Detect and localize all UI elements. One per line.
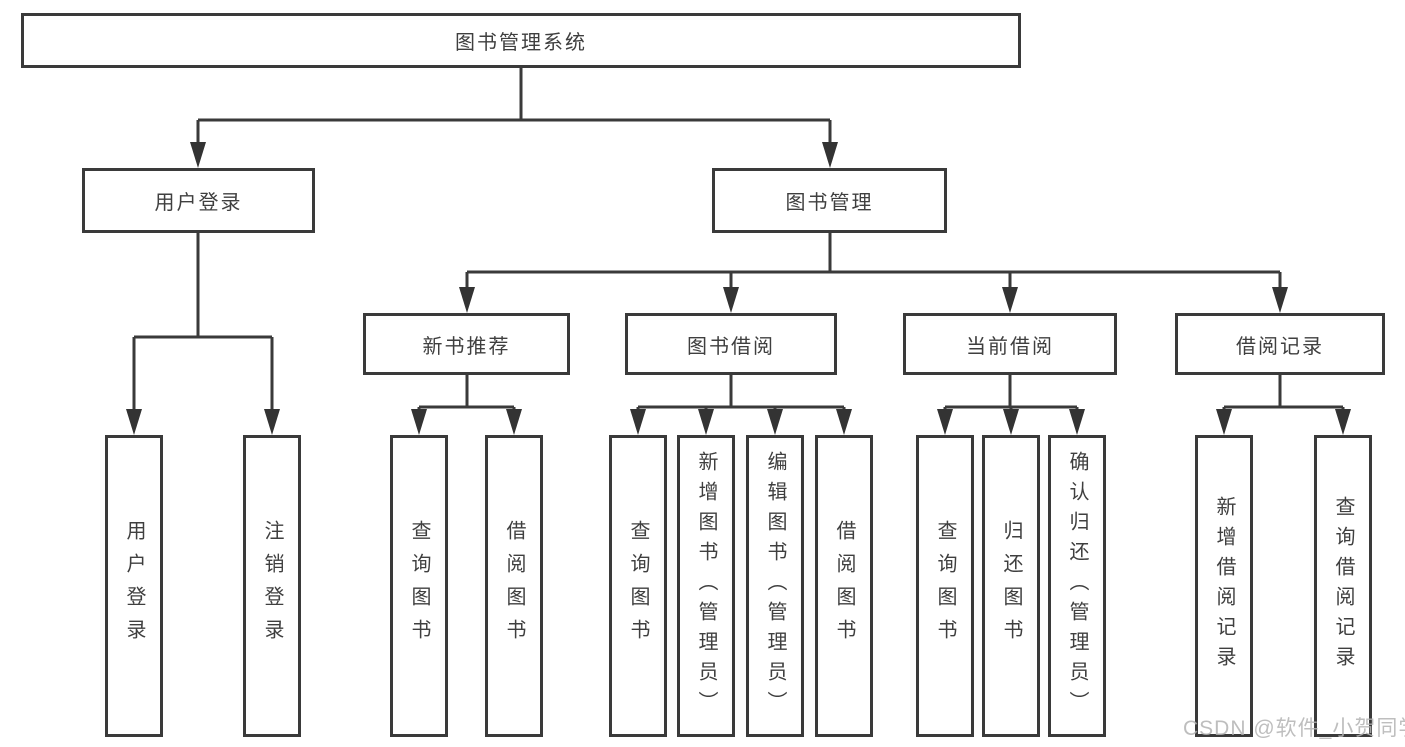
node-label: 确认归还（管理员） (1066, 451, 1088, 721)
leaf-cb-query-books: 查询图书 (916, 435, 974, 737)
node-label: 借阅记录 (1236, 335, 1324, 358)
node-book-borrowing: 图书借阅 (625, 313, 837, 375)
leaf-user-login: 用户登录 (105, 435, 163, 737)
node-library-management-system: 图书管理系统 (21, 13, 1021, 68)
arrowhead (1002, 287, 1018, 313)
connector-root-to-level2 (190, 68, 838, 168)
leaf-br-add-record: 新增借阅记录 (1195, 435, 1253, 737)
leaf-bb-query-books: 查询图书 (609, 435, 667, 737)
arrowhead (937, 409, 953, 435)
node-label: 新书推荐 (422, 335, 511, 358)
arrowhead (264, 409, 280, 435)
node-label: 编辑图书（管理员） (764, 451, 786, 721)
node-label: 图书管理 (785, 192, 874, 214)
node-label: 归还图书 (1000, 520, 1022, 652)
arrowhead (1003, 409, 1019, 435)
node-new-book-recommendation: 新书推荐 (363, 313, 570, 375)
leaf-cb-return-books: 归还图书 (982, 435, 1040, 737)
node-label: 当前借阅 (966, 335, 1054, 358)
node-current-borrowing: 当前借阅 (903, 313, 1117, 375)
arrowhead (836, 409, 852, 435)
arrowhead (1069, 409, 1085, 435)
leaf-cb-confirm-return-admin: 确认归还（管理员） (1048, 435, 1106, 737)
node-label: 查询图书 (627, 520, 649, 652)
node-label: 用户登录 (154, 192, 243, 214)
arrowhead (822, 142, 838, 168)
leaf-bb-borrow-books: 借阅图书 (815, 435, 873, 737)
arrowhead (698, 409, 714, 435)
arrowhead (506, 409, 522, 435)
node-book-management: 图书管理 (712, 168, 947, 233)
connector-newbookrec-to-leaves (411, 375, 522, 435)
node-user-login: 用户登录 (82, 168, 315, 233)
node-label: 新增借阅记录 (1213, 496, 1235, 676)
node-label: 借阅图书 (503, 520, 525, 652)
leaf-bb-add-books-admin: 新增图书（管理员） (677, 435, 735, 737)
leaf-rec-query-books: 查询图书 (390, 435, 448, 737)
connector-currentborrow-to-leaves (937, 375, 1085, 435)
arrowhead (1272, 287, 1288, 313)
leaf-logout: 注销登录 (243, 435, 301, 737)
node-label: 注销登录 (261, 520, 283, 652)
leaf-bb-edit-books-admin: 编辑图书（管理员） (746, 435, 804, 737)
leaf-br-query-record: 查询借阅记录 (1314, 435, 1372, 737)
node-label: 查询图书 (934, 520, 956, 652)
arrowhead (1335, 409, 1351, 435)
node-borrowing-records: 借阅记录 (1175, 313, 1385, 375)
csdn-watermark: CSDN @软件_小贺同学 (1183, 717, 1405, 740)
node-label: 图书借阅 (687, 335, 775, 358)
arrowhead (1216, 409, 1232, 435)
arrowhead (459, 287, 475, 313)
connector-userlogin-to-leaves (126, 233, 280, 435)
connector-bookmgmt-to-level3 (459, 233, 1288, 313)
arrowhead (411, 409, 427, 435)
node-label: 图书管理系统 (455, 32, 587, 54)
node-label: 借阅图书 (833, 520, 855, 652)
arrowhead (126, 409, 142, 435)
arrowhead (723, 287, 739, 313)
connector-borrowrecords-to-leaves (1216, 375, 1351, 435)
connector-bookborrow-to-leaves (630, 375, 852, 435)
node-label: 用户登录 (123, 520, 145, 652)
arrowhead (190, 142, 206, 168)
node-label: 查询图书 (408, 520, 430, 652)
arrowhead (630, 409, 646, 435)
node-label: 查询借阅记录 (1332, 496, 1354, 676)
leaf-rec-borrow-books: 借阅图书 (485, 435, 543, 737)
arrowhead (767, 409, 783, 435)
node-label: 新增图书（管理员） (695, 451, 717, 721)
